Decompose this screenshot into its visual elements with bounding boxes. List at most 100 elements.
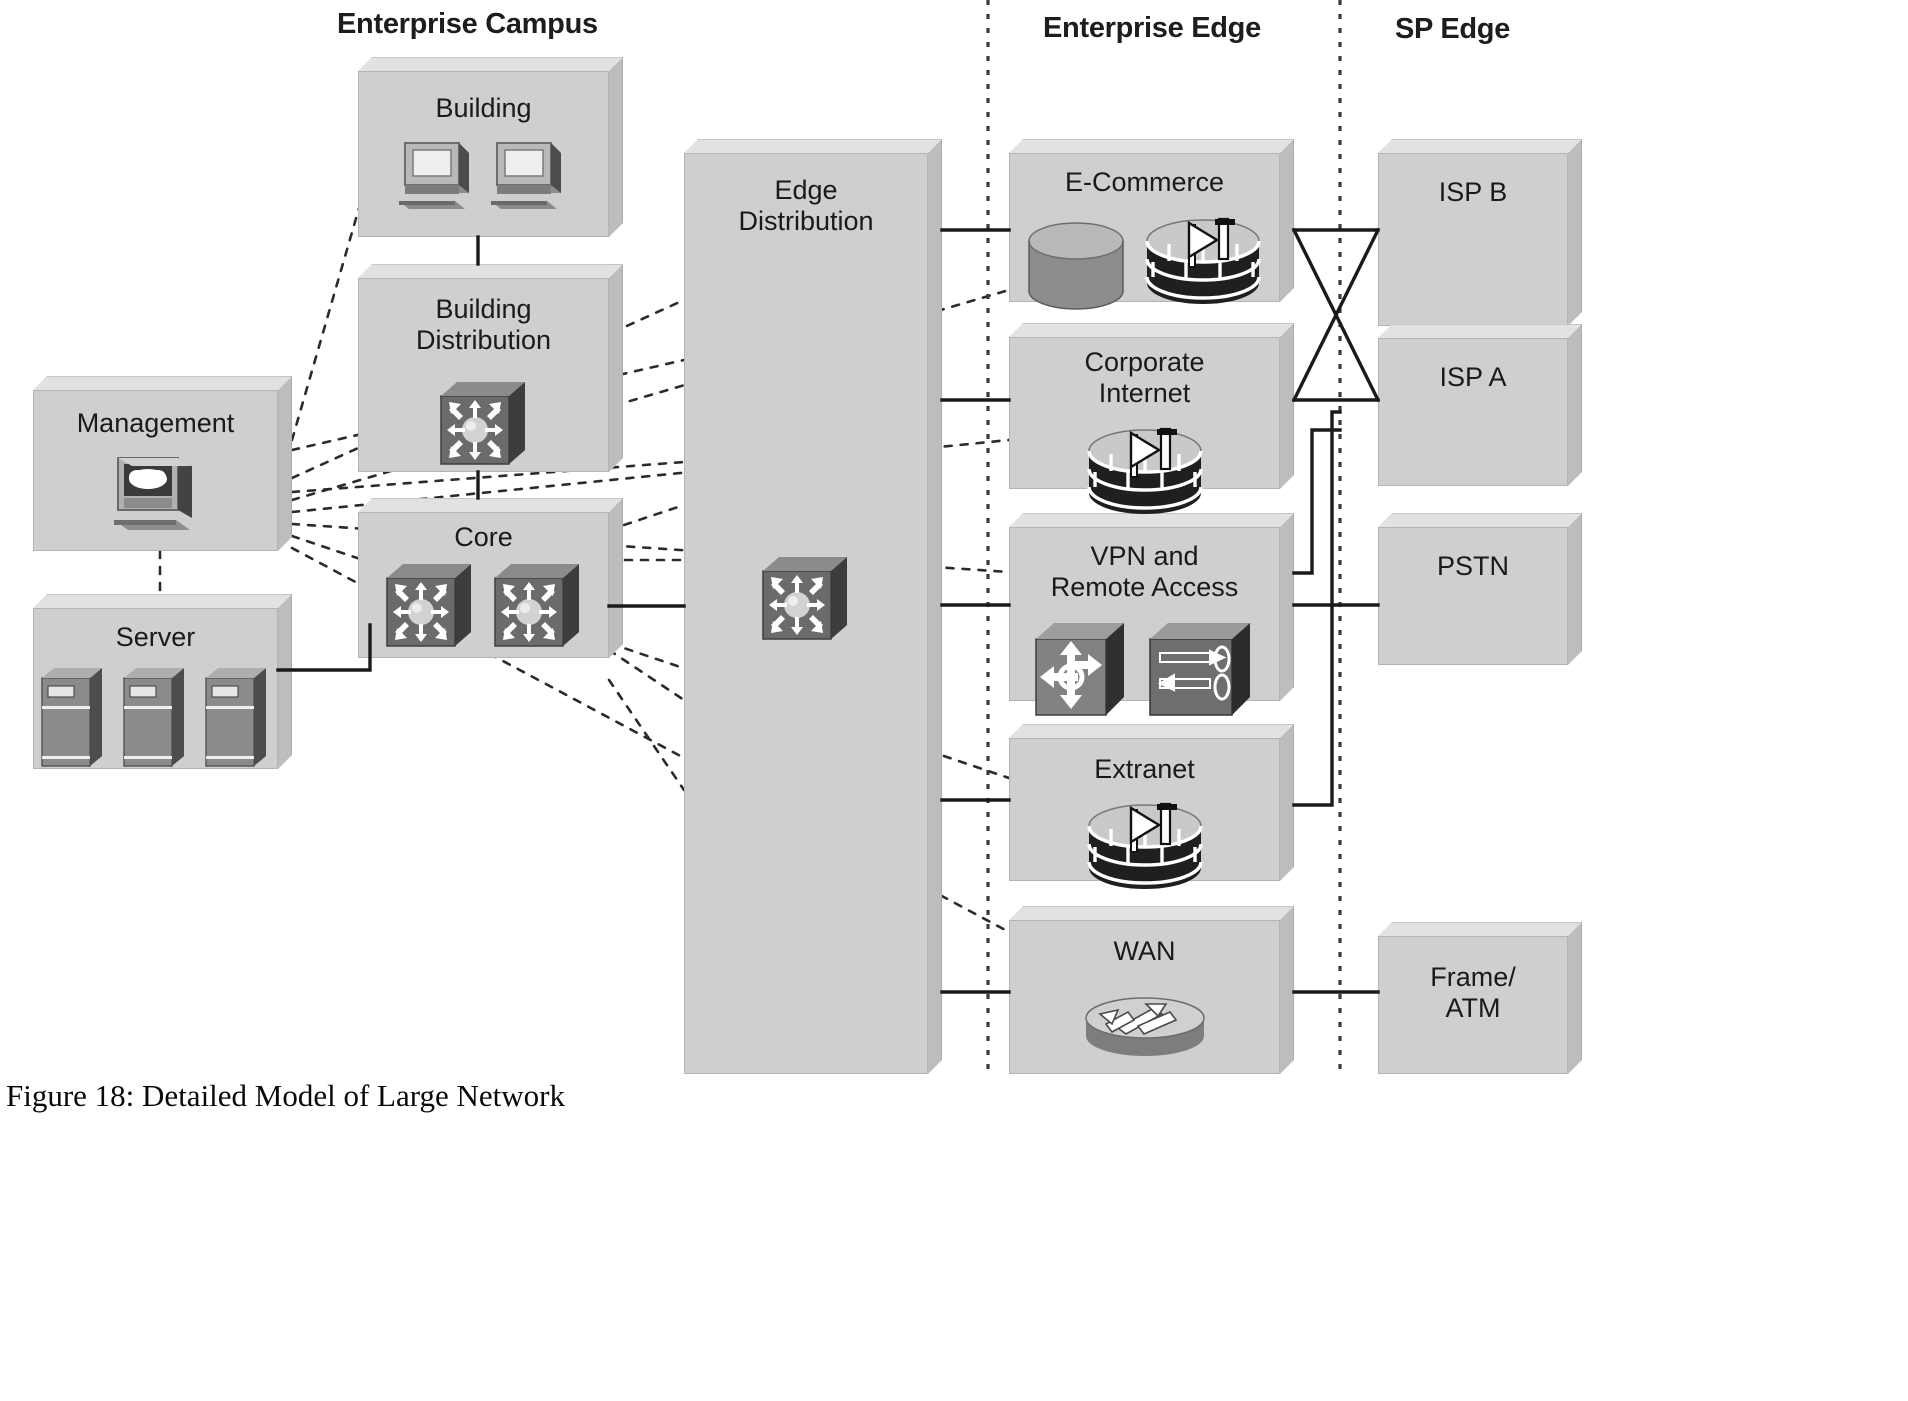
corporate-internet-to-isp-b (1291, 227, 1381, 403)
block-pstn[interactable]: PSTN (1378, 513, 1582, 665)
block-frame-atm[interactable]: Frame/ ATM (1378, 922, 1582, 1074)
box-side-face (278, 376, 292, 551)
box-side-face (609, 57, 623, 237)
block-icons-wan (1009, 982, 1280, 1068)
firewall-icon (1139, 211, 1267, 315)
box-side-face (1280, 323, 1294, 489)
box-front-face (1378, 527, 1568, 665)
box-side-face (1280, 513, 1294, 701)
block-label-e-commerce: E-Commerce (1064, 167, 1225, 197)
box-top-face (684, 139, 942, 153)
block-icons-e-commerce (1009, 211, 1280, 315)
block-label-building: Building (435, 93, 532, 123)
block-icons-management (33, 452, 278, 548)
box-top-face (1378, 324, 1582, 338)
block-icons-corporate-internet (1009, 421, 1280, 525)
box-top-face (33, 376, 292, 390)
box-top-face (33, 594, 292, 608)
block-label-wan: WAN (1113, 936, 1176, 966)
layer3-switch-icon (489, 560, 587, 656)
box-front-face (358, 71, 609, 237)
box-side-face (1568, 139, 1582, 326)
box-top-face (358, 57, 623, 71)
box-top-face (1009, 139, 1294, 153)
block-wan[interactable]: WAN (1009, 906, 1294, 1074)
block-icons-building-distribution (358, 378, 609, 474)
server-stack-icon (1023, 219, 1129, 315)
block-isp-a[interactable]: ISP A (1378, 324, 1582, 486)
box-top-face (358, 264, 623, 278)
zone-header-sp-edge: SP Edge (1395, 13, 1511, 45)
figure-caption: Figure 18: Detailed Model of Large Netwo… (6, 1078, 565, 1113)
box-side-face (1568, 513, 1582, 665)
box-front-face (1378, 936, 1568, 1074)
server-icon (120, 664, 192, 772)
firewall-icon (1081, 421, 1209, 525)
layer3-switch-icon (435, 378, 533, 474)
layer3-switch-icon (381, 560, 479, 656)
block-label-frame-atm: Frame/ ATM (1430, 962, 1516, 1023)
box-front-face (1378, 153, 1568, 326)
workstation-icon (397, 139, 479, 217)
block-server[interactable]: Server (33, 594, 292, 769)
block-label-server: Server (115, 622, 196, 652)
block-e-commerce[interactable]: E-Commerce (1009, 139, 1294, 310)
box-top-face (1378, 513, 1582, 527)
block-label-extranet: Extranet (1094, 754, 1195, 784)
block-label-management: Management (76, 408, 235, 438)
box-side-face (928, 139, 942, 1074)
block-label-building-distribution: Building Distribution (415, 294, 552, 355)
box-top-face (1378, 139, 1582, 153)
vpn-concentrator-icon (1030, 617, 1134, 721)
block-extranet[interactable]: Extranet (1009, 724, 1294, 889)
box-side-face (278, 594, 292, 769)
block-icons-core (358, 560, 609, 656)
vpn-riser (1292, 428, 1342, 575)
block-label-isp-a: ISP A (1439, 362, 1507, 392)
zone-header-enterprise-campus: Enterprise Campus (337, 8, 598, 40)
block-label-corporate-internet: Corporate Internet (1084, 347, 1205, 408)
firewall-icon (1081, 796, 1209, 900)
ecommerce-to-isp-a (1291, 227, 1381, 403)
box-top-face (1009, 323, 1294, 337)
box-top-face (358, 498, 623, 512)
block-icons-building (358, 139, 609, 217)
block-icons-server (33, 664, 278, 772)
access-server-icon (1144, 617, 1260, 721)
block-icons-extranet (1009, 796, 1280, 900)
box-front-face (1378, 338, 1568, 486)
block-label-edge-distribution: Edge Distribution (738, 175, 874, 236)
layer3-switch-icon (757, 553, 855, 649)
zone-header-enterprise-edge: Enterprise Edge (1043, 12, 1261, 44)
core-to-edge-d (607, 678, 686, 792)
block-corporate-internet[interactable]: Corporate Internet (1009, 323, 1294, 514)
server-icon (202, 664, 274, 772)
box-side-face (1280, 139, 1294, 302)
block-management[interactable]: Management (33, 376, 292, 551)
box-top-face (1009, 906, 1294, 920)
block-label-vpn-and-remote-access: VPN and Remote Access (1050, 541, 1239, 602)
block-label-pstn: PSTN (1436, 551, 1509, 581)
server-icon (38, 664, 110, 772)
box-side-face (1568, 922, 1582, 1074)
block-icons-vpn-and-remote-access (1009, 617, 1280, 721)
box-side-face (1568, 324, 1582, 486)
box-side-face (609, 498, 623, 658)
block-building-distribution[interactable]: Building Distribution (358, 264, 623, 472)
box-side-face (1280, 724, 1294, 881)
box-top-face (1009, 724, 1294, 738)
block-vpn-and-remote-access[interactable]: VPN and Remote Access (1009, 513, 1294, 716)
box-top-face (1378, 922, 1582, 936)
block-icons-edge-distribution (684, 553, 928, 649)
box-side-face (1280, 906, 1294, 1074)
router-icon (1078, 982, 1212, 1068)
block-label-core: Core (454, 522, 513, 552)
workstation-icon (489, 139, 571, 217)
network-management-workstation-icon (106, 452, 206, 548)
block-isp-b[interactable]: ISP B (1378, 139, 1582, 326)
block-core[interactable]: Core (358, 498, 623, 658)
block-building[interactable]: Building (358, 57, 623, 237)
block-edge-distribution[interactable]: Edge Distribution (684, 139, 942, 1074)
block-label-isp-b: ISP B (1438, 177, 1508, 207)
